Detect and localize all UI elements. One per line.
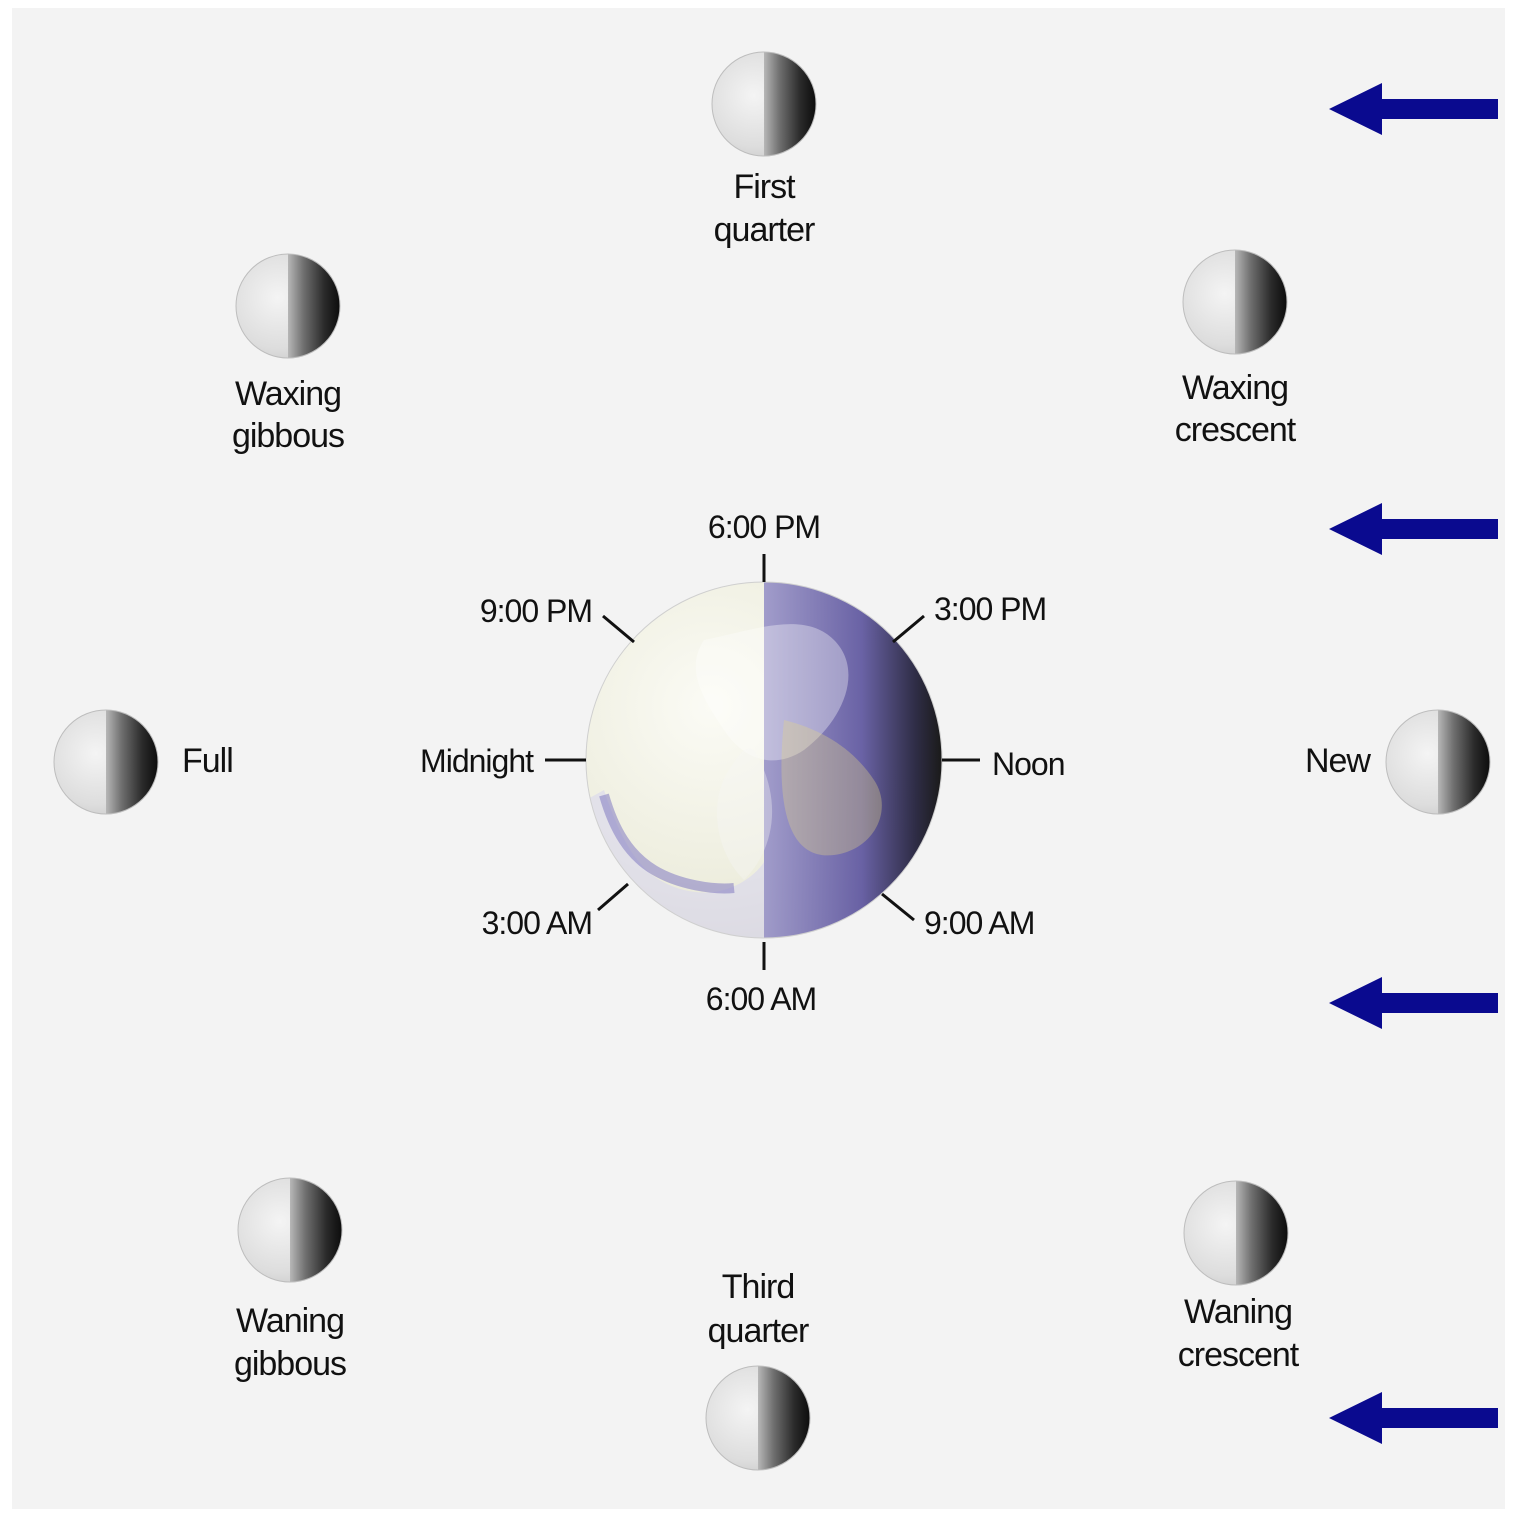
moon-waxing-crescent: Waxing crescent: [1175, 250, 1298, 449]
half-lit-moon-icon: [706, 1366, 810, 1470]
phase-label-line2: gibbous: [234, 1345, 346, 1383]
tick-3pm: [892, 614, 925, 644]
half-lit-moon-icon: [1184, 1181, 1288, 1285]
time-label-3pm: 3:00 PM: [934, 591, 1046, 627]
time-label-noon: Noon: [992, 746, 1065, 782]
moon-waning-crescent: Waning crescent: [1178, 1181, 1301, 1374]
phase-label-line2: quarter: [714, 211, 815, 249]
time-label-9pm: 9:00 PM: [480, 593, 592, 629]
moon-waxing-gibbous: Waxing gibbous: [232, 254, 345, 455]
half-lit-moon-icon: [238, 1178, 342, 1282]
moon-first-quarter: First quarter: [712, 52, 816, 249]
time-label-midnight: Midnight: [420, 743, 534, 779]
phase-label-line1: Waning: [236, 1302, 344, 1340]
tick-3am: [597, 882, 629, 912]
moon-full: Full: [54, 710, 234, 814]
phase-label-line1: Waning: [1184, 1293, 1292, 1331]
phase-label-line2: gibbous: [232, 417, 344, 455]
earth-globe-icon: [585, 581, 943, 939]
tick-9pm: [602, 614, 635, 644]
moon-waning-gibbous: Waning gibbous: [234, 1178, 347, 1383]
half-lit-moon-icon: [1183, 250, 1287, 354]
half-lit-moon-icon: [236, 254, 340, 358]
time-label-6pm: 6:00 PM: [708, 509, 820, 545]
phase-label-line1: Full: [182, 742, 233, 780]
time-labels: 6:00 PM 9:00 PM 3:00 PM Midnight Noon 3:…: [420, 509, 1065, 1017]
time-ticks: [545, 554, 980, 970]
phase-label-line2: crescent: [1178, 1336, 1300, 1374]
moon-third-quarter: Third quarter: [706, 1268, 810, 1470]
tick-9am: [881, 892, 915, 922]
phase-label-line2: quarter: [708, 1312, 809, 1350]
phase-label-line1: Waxing: [235, 375, 341, 413]
phase-label-line1: Third: [722, 1268, 794, 1306]
time-label-6am: 6:00 AM: [706, 981, 816, 1017]
phase-label-line1: New: [1305, 742, 1371, 780]
time-label-9am: 9:00 AM: [924, 905, 1034, 941]
phase-label-line1: Waxing: [1182, 369, 1288, 407]
half-lit-moon-icon: [54, 710, 158, 814]
moon-new: New: [1305, 710, 1490, 814]
phase-label-line1: First: [733, 168, 796, 206]
phase-label-line2: crescent: [1175, 411, 1297, 449]
half-lit-moon-icon: [1386, 710, 1490, 814]
time-label-3am: 3:00 AM: [482, 905, 592, 941]
half-lit-moon-icon: [712, 52, 816, 156]
